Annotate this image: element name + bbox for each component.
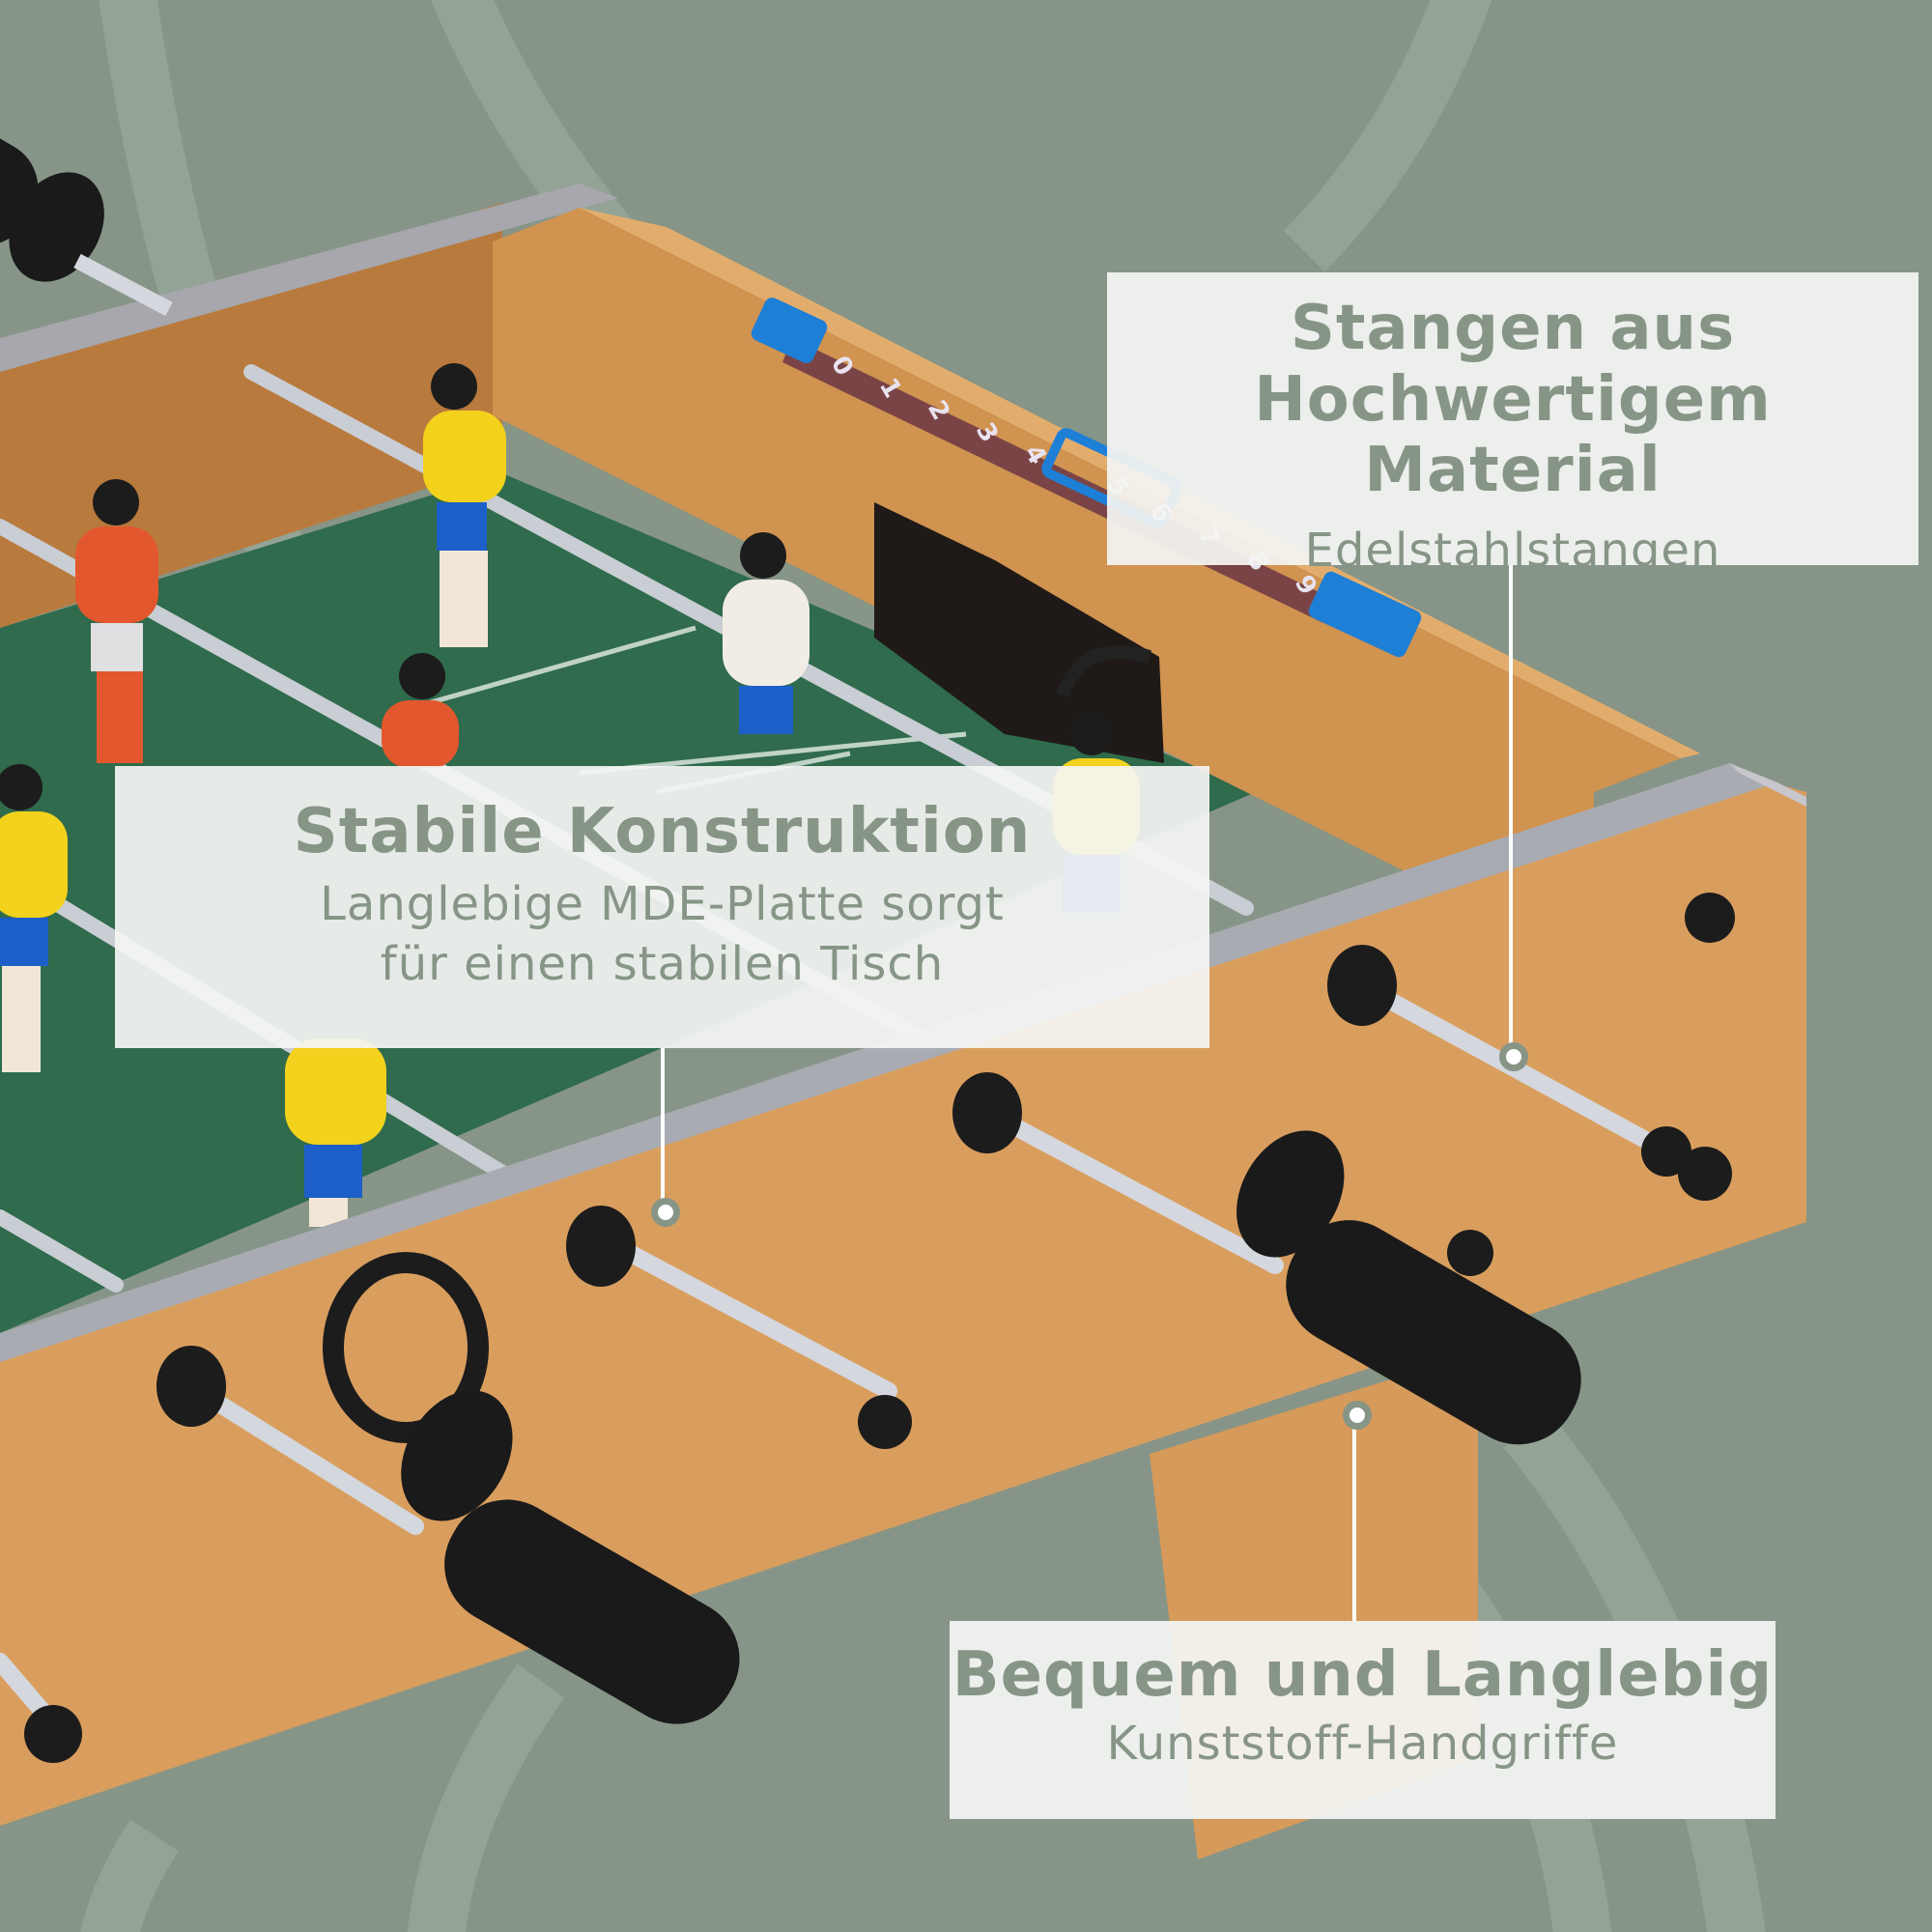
grips-anchor-dot bbox=[1343, 1401, 1372, 1430]
callout-rods: Stangen aus Hochwertigem Material Edelst… bbox=[1107, 272, 1918, 578]
rods-anchor-dot bbox=[1499, 1042, 1528, 1071]
callout-grips: Bequem und Langlebig Kunststoff-Handgrif… bbox=[950, 1621, 1776, 1819]
construction-leader-line bbox=[661, 1048, 665, 1203]
handles bbox=[0, 63, 1581, 1724]
callout-grips-title: Bequem und Langlebig bbox=[952, 1639, 1774, 1711]
grips-leader-line bbox=[1352, 1412, 1356, 1621]
callout-construction-subtitle: Langlebige MDE-Platte sorgt für einen st… bbox=[320, 876, 1005, 991]
callout-construction-title: Stabile Konstruktion bbox=[293, 796, 1032, 867]
rods-leader-line bbox=[1509, 565, 1513, 1048]
callout-grips-subtitle: Kunststoff-Handgriffe bbox=[1106, 1716, 1619, 1771]
callout-construction: Stabile Konstruktion Langlebige MDE-Plat… bbox=[115, 766, 1209, 1048]
construction-anchor-dot bbox=[651, 1198, 680, 1227]
callout-rods-title-line1: Stangen aus bbox=[1290, 293, 1736, 364]
callout-rods-title-line2: Hochwertigem Material bbox=[1254, 363, 1772, 507]
goal-opening bbox=[874, 502, 1164, 763]
callout-rods-title: Stangen aus Hochwertigem Material bbox=[1107, 293, 1918, 507]
callout-rods-subtitle: Edelstahlstangen bbox=[1304, 523, 1721, 578]
end-wall bbox=[493, 208, 1681, 966]
